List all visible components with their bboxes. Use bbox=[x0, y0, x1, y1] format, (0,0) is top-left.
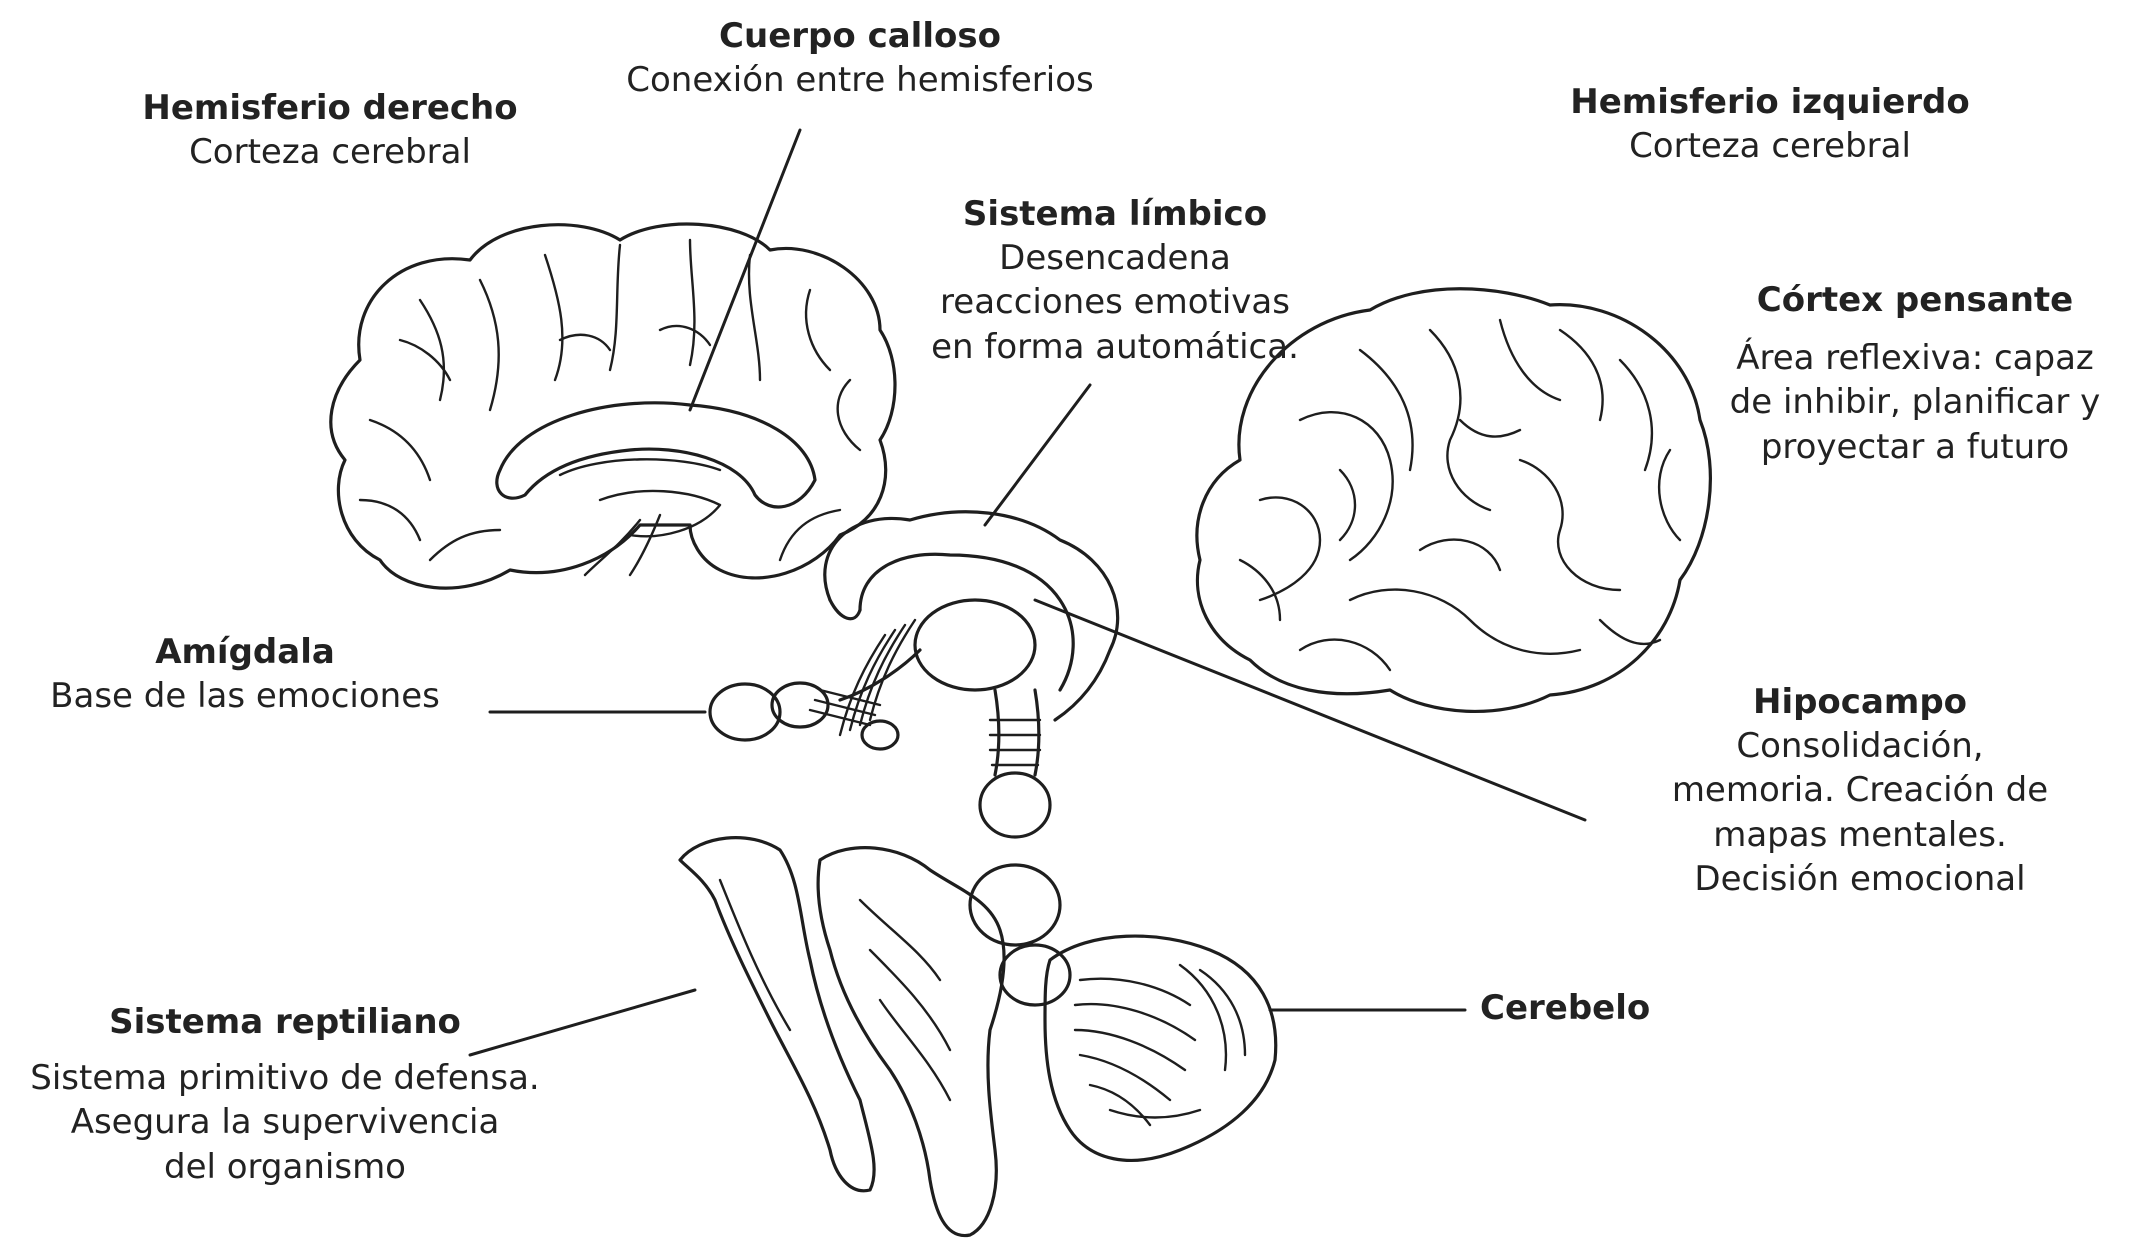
label-hemisferio-izquierdo: Hemisferio izquierdo Corteza cerebral bbox=[1560, 80, 1980, 168]
hemisferio-derecho-title: Hemisferio derecho bbox=[130, 86, 530, 130]
cuerpo-calloso-title: Cuerpo calloso bbox=[600, 14, 1120, 58]
cortex-pensante-desc-1: Área reflexiva: capaz bbox=[1705, 336, 2125, 380]
sistema-limbico-desc-1: Desencadena bbox=[905, 236, 1325, 280]
sistema-limbico-title: Sistema límbico bbox=[905, 192, 1325, 236]
brainstem-cerebellum-drawing bbox=[680, 838, 1276, 1236]
sistema-reptiliano-desc-3: del organismo bbox=[5, 1145, 565, 1189]
amigdala-desc: Base de las emociones bbox=[20, 674, 470, 718]
label-cortex-pensante: Córtex pensante Área reflexiva: capaz de… bbox=[1705, 278, 2125, 469]
hipocampo-desc-1: Consolidación, bbox=[1640, 724, 2080, 768]
label-hipocampo: Hipocampo Consolidación, memoria. Creaci… bbox=[1640, 680, 2080, 901]
hipocampo-title: Hipocampo bbox=[1640, 680, 2080, 724]
sistema-limbico-desc-2: reacciones emotivas bbox=[905, 280, 1325, 324]
cuerpo-calloso-desc: Conexión entre hemisferios bbox=[600, 58, 1120, 102]
label-cuerpo-calloso: Cuerpo calloso Conexión entre hemisferio… bbox=[600, 14, 1120, 102]
limbic-system-drawing bbox=[710, 512, 1118, 837]
hipocampo-desc-2: memoria. Creación de bbox=[1640, 768, 2080, 812]
sistema-reptiliano-desc-1: Sistema primitivo de defensa. bbox=[5, 1056, 565, 1100]
cerebelo-title: Cerebelo bbox=[1480, 986, 1720, 1030]
hipocampo-desc-4: Decisión emocional bbox=[1640, 857, 2080, 901]
leader-sistema-limbico bbox=[985, 385, 1090, 525]
sistema-reptiliano-desc-2: Asegura la supervivencia bbox=[5, 1100, 565, 1144]
cortex-pensante-desc-3: proyectar a futuro bbox=[1705, 425, 2125, 469]
label-cerebelo: Cerebelo bbox=[1480, 986, 1720, 1030]
amigdala-title: Amígdala bbox=[20, 630, 470, 674]
sistema-limbico-desc-3: en forma automática. bbox=[905, 325, 1325, 369]
cortex-pensante-desc-2: de inhibir, planificar y bbox=[1705, 380, 2125, 424]
hemisferio-derecho-desc: Corteza cerebral bbox=[130, 130, 530, 174]
hemisferio-izquierdo-desc: Corteza cerebral bbox=[1560, 124, 1980, 168]
label-sistema-limbico: Sistema límbico Desencadena reacciones e… bbox=[905, 192, 1325, 369]
label-hemisferio-derecho: Hemisferio derecho Corteza cerebral bbox=[130, 86, 530, 174]
hemisferio-izquierdo-title: Hemisferio izquierdo bbox=[1560, 80, 1980, 124]
cortex-pensante-title: Córtex pensante bbox=[1705, 278, 2125, 322]
leader-cuerpo-calloso bbox=[690, 130, 800, 410]
label-amigdala: Amígdala Base de las emociones bbox=[20, 630, 470, 718]
right-hemisphere-drawing bbox=[331, 224, 895, 588]
sistema-reptiliano-title: Sistema reptiliano bbox=[5, 1000, 565, 1044]
label-sistema-reptiliano: Sistema reptiliano Sistema primitivo de … bbox=[5, 1000, 565, 1189]
hipocampo-desc-3: mapas mentales. bbox=[1640, 813, 2080, 857]
